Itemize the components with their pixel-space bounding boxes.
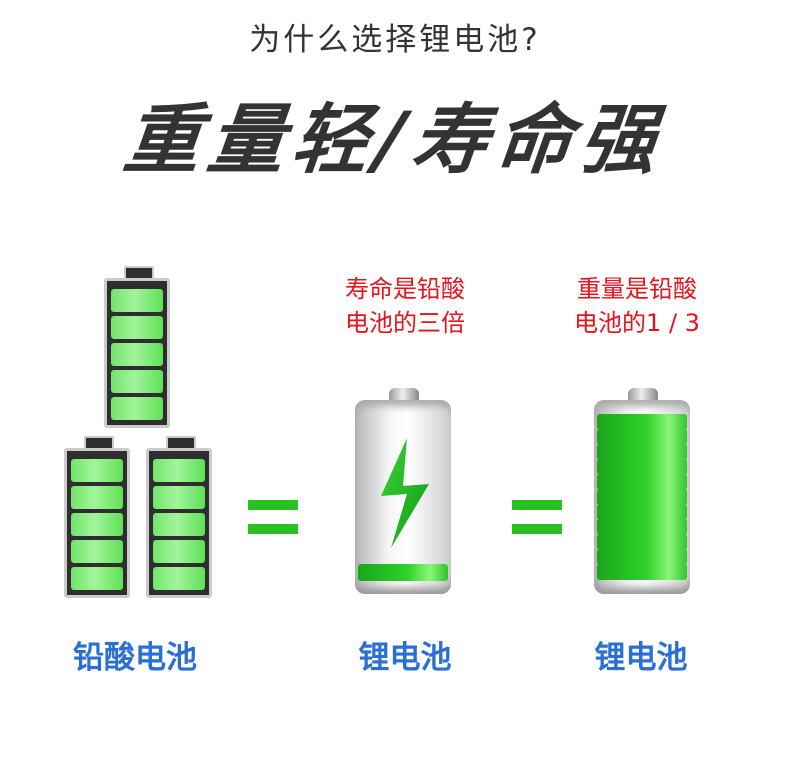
equals-sign-icon (512, 500, 562, 548)
lead-acid-label: 铅酸电池 (73, 640, 197, 676)
page-subtitle: 为什么选择锂电池? (249, 22, 541, 58)
lightning-bolt-icon (381, 438, 429, 548)
lithium-label: 锂电池 (594, 640, 688, 676)
lithium-full-battery-icon (594, 388, 690, 596)
lithium-charging-battery-icon (355, 388, 451, 596)
lifespan-note: 寿命是铅酸 电池的三倍 (320, 272, 490, 340)
weight-note: 重量是铅酸 电池的1 / 3 (552, 272, 722, 340)
lithium-label: 锂电池 (358, 640, 452, 676)
note-line: 寿命是铅酸 (345, 275, 465, 303)
note-line: 电池的1 / 3 (574, 309, 700, 337)
note-line: 重量是铅酸 (577, 275, 697, 303)
equals-sign-icon (248, 500, 298, 548)
note-line: 电池的三倍 (345, 309, 465, 337)
page-headline: 重量轻/寿命强 (119, 95, 669, 184)
